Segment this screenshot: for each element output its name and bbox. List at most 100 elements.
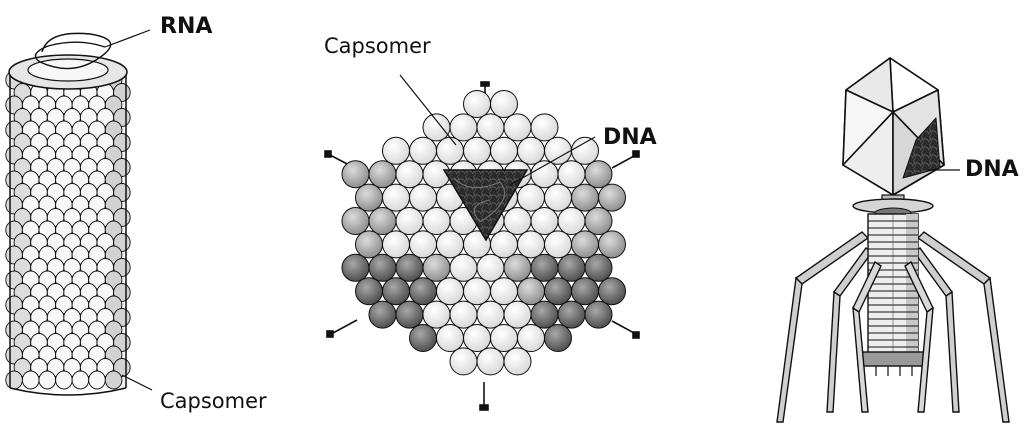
adeno-capsomer (410, 325, 437, 352)
adeno-capsomer (450, 348, 477, 375)
adeno-capsomer (437, 137, 464, 164)
adeno-capsomer (599, 278, 626, 305)
adeno-capsomer (464, 137, 491, 164)
adeno-capsomer (396, 301, 423, 328)
adeno-capsomer (572, 184, 599, 211)
adeno-capsomer (450, 301, 477, 328)
tmv-capsomer (6, 371, 23, 389)
adeno-capsomer (545, 278, 572, 305)
adeno-capsomer (477, 114, 504, 141)
adeno-capsomer (531, 254, 558, 281)
tmv-capsomer (39, 371, 56, 389)
adeno-capsomer (599, 184, 626, 211)
tmv-capsomer (56, 371, 73, 389)
adeno-dna-label: DNA (603, 125, 657, 150)
adeno-capsomer (437, 278, 464, 305)
tmv-rna-leader (105, 30, 150, 47)
adeno-capsomer (464, 278, 491, 305)
adeno-capsomer (342, 254, 369, 281)
adeno-capsomer (464, 325, 491, 352)
adeno-capsomer (396, 161, 423, 188)
adeno-capsomer (572, 137, 599, 164)
adeno-capsomer (383, 184, 410, 211)
tmv-capsomer (72, 371, 89, 389)
adeno-capsomer (396, 208, 423, 235)
adeno-capsomer (477, 301, 504, 328)
adeno-capsomer (518, 325, 545, 352)
adeno-capsomer (356, 278, 383, 305)
adeno-capsomer (383, 231, 410, 258)
adeno-capsomer (504, 208, 531, 235)
adeno-capsomer (437, 231, 464, 258)
adeno-capsomer (491, 137, 518, 164)
adeno-capsomer (356, 184, 383, 211)
adeno-capsomer (531, 301, 558, 328)
adeno-capsomer (572, 278, 599, 305)
tmv-capsomer-label: Capsomer (160, 389, 267, 413)
adeno-capsomer (342, 208, 369, 235)
adeno-capsomer (410, 231, 437, 258)
tmv-capsomer (105, 371, 122, 389)
adeno-capsomer (491, 231, 518, 258)
tmv-capsomer (89, 371, 106, 389)
adeno-capsomer (504, 301, 531, 328)
adeno-capsomer (545, 137, 572, 164)
adeno-capsomer (423, 208, 450, 235)
adeno-capsomer-label: Capsomer (324, 34, 431, 58)
adeno-capsomer (558, 301, 585, 328)
adeno-capsomer (585, 301, 612, 328)
adeno-capsomer (585, 208, 612, 235)
adeno-capsomer (383, 278, 410, 305)
adeno-capsomer (369, 301, 396, 328)
tmv-capsomer-helix (6, 71, 130, 395)
adeno-capsomer (558, 208, 585, 235)
adeno-capsomer (585, 161, 612, 188)
adeno-capsomer (477, 254, 504, 281)
adeno-capsomer (410, 278, 437, 305)
bacteriophage: DNA (777, 58, 1019, 422)
adeno-capsomer (599, 231, 626, 258)
adeno-capsomer (558, 254, 585, 281)
adeno-capsomer (531, 114, 558, 141)
phage-dna-label: DNA (965, 157, 1019, 182)
adeno-capsomer (585, 254, 612, 281)
adeno-capsomer (369, 208, 396, 235)
adeno-capsomer (396, 254, 423, 281)
adeno-capsomer (450, 114, 477, 141)
adeno-capsomer (531, 161, 558, 188)
adeno-capsomer (383, 137, 410, 164)
adeno-capsomer (558, 161, 585, 188)
adeno-capsomer (491, 91, 518, 118)
adeno-capsomer (504, 254, 531, 281)
adeno-capsomer (477, 348, 504, 375)
phage-base-plate (858, 352, 928, 366)
adeno-capsomer (545, 184, 572, 211)
adeno-capsomer (504, 348, 531, 375)
adeno-capsomer (518, 278, 545, 305)
adeno-capsomer (410, 184, 437, 211)
adeno-capsomer (545, 325, 572, 352)
adeno-capsomer (464, 91, 491, 118)
tmv-rod-virus: RNA Capsomer (6, 14, 267, 413)
adeno-capsomer (356, 231, 383, 258)
tmv-rna-label: RNA (160, 14, 212, 39)
adeno-capsomer (423, 301, 450, 328)
adeno-capsomer (518, 137, 545, 164)
adeno-capsomer (518, 184, 545, 211)
adeno-capsomer (437, 325, 464, 352)
adeno-capsomer (491, 325, 518, 352)
adeno-capsomer (369, 254, 396, 281)
phage-tail-sheath (868, 214, 918, 354)
adeno-capsomer (410, 137, 437, 164)
adeno-capsomer (572, 231, 599, 258)
adeno-capsomer (545, 231, 572, 258)
adeno-capsomer (518, 231, 545, 258)
tmv-capsomer (22, 371, 39, 389)
adeno-capsomer (342, 161, 369, 188)
adeno-capsomer (423, 114, 450, 141)
adeno-capsomer (531, 208, 558, 235)
adeno-capsomer (491, 278, 518, 305)
adenovirus-icosahedral: Capsomer DNA (324, 34, 657, 410)
